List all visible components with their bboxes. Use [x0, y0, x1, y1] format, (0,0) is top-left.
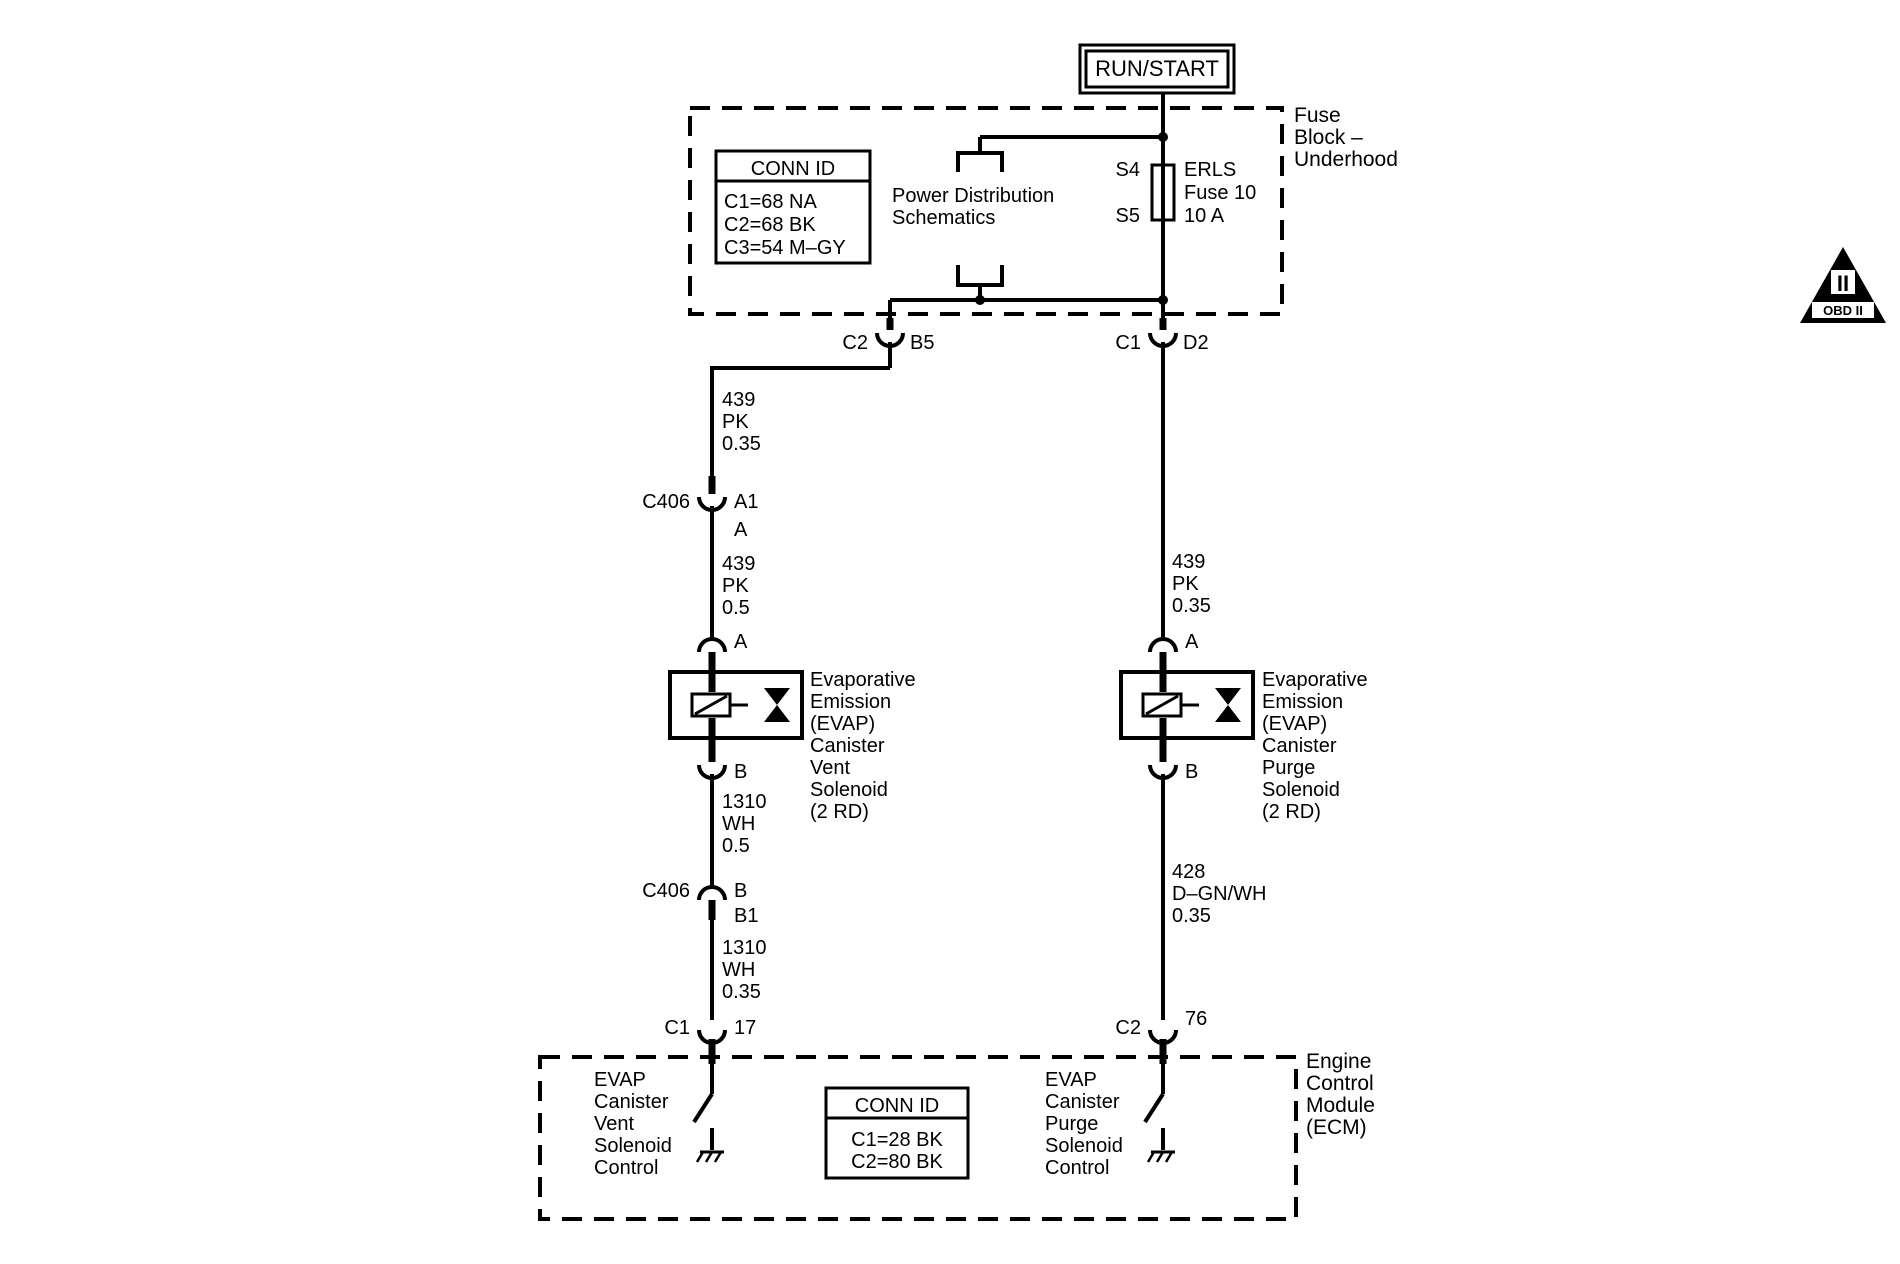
ecm-boundary: [538, 1055, 1298, 1221]
c406-a-label: A: [734, 519, 748, 541]
purge-control-label: EVAP Canister Purge Solenoid Control: [1045, 1069, 1128, 1179]
run-start-label: RUN/START: [1095, 56, 1219, 81]
conn-id-line: C2=68 BK: [724, 214, 816, 236]
connector-c2-b5: [875, 318, 905, 368]
ecm-c1-label: C1: [664, 1017, 690, 1039]
fuse-block-conn-id: CONN ID C1=68 NA C2=68 BK C3=54 M–GY: [714, 149, 872, 265]
fuse-label: ERLS Fuse 10 10 A: [1184, 159, 1262, 227]
fuse-block-label: Fuse Block – Underhood: [1294, 104, 1398, 171]
connector-c406-b: [697, 885, 727, 1020]
vent-solenoid-label: Evaporative Emission (EVAP) Canister Ven…: [810, 669, 921, 823]
ecm-conn-id: CONN ID C1=28 BK C2=80 BK: [824, 1086, 970, 1180]
conn-id-line: C1=28 BK: [851, 1129, 943, 1151]
wire-label-w6: 428 D–GN/WH 0.35: [1172, 861, 1272, 927]
c406-label: C406: [642, 491, 690, 513]
connector-ecm-c2-76: [1148, 1029, 1178, 1094]
wire-label-w4: 1310 WH 0.35: [722, 937, 772, 1003]
c2-label: C2: [842, 332, 868, 354]
wire-label-w5: 439 PK 0.35: [1172, 551, 1211, 617]
c406-b-label: B: [734, 880, 747, 902]
ecm-pin-17-label: 17: [734, 1017, 756, 1039]
obd-symbol: II: [1837, 271, 1849, 296]
vent-control-switch: [692, 1092, 724, 1163]
d2-label: D2: [1183, 332, 1209, 354]
c406-b-conn-label: C406: [642, 880, 690, 902]
c1-label: C1: [1115, 332, 1141, 354]
wire-label-w3: 1310 WH 0.5: [722, 791, 772, 857]
c406-b1-label: B1: [734, 905, 758, 927]
b5-label: B5: [910, 332, 934, 354]
vent-b-label: B: [734, 761, 747, 783]
wire-label-w2: 439 PK 0.5: [722, 553, 761, 619]
vent-solenoid: [668, 670, 804, 740]
vent-a-label: A: [734, 631, 748, 653]
conn-id-line: C3=54 M–GY: [724, 237, 846, 259]
vent-control-label: EVAP Canister Vent Solenoid Control: [594, 1069, 677, 1179]
ecm-pin-76-label: 76: [1185, 1008, 1207, 1030]
ecm-label: Engine Control Module (ECM): [1306, 1050, 1381, 1139]
conn-id-line: C1=68 NA: [724, 191, 817, 213]
wire-label-w1: 439 PK 0.35: [722, 389, 761, 455]
purge-b-label: B: [1185, 761, 1198, 783]
connector-c406-a: [697, 476, 727, 640]
purge-solenoid: [1119, 670, 1255, 740]
connector-purge-a: [1148, 637, 1178, 672]
conn-id-title: CONN ID: [751, 158, 835, 180]
conn-id-line: C2=80 BK: [851, 1151, 943, 1173]
connector-vent-a: [697, 637, 727, 672]
connector-vent-b: [697, 738, 727, 888]
run-start-source: RUN/START: [1078, 43, 1236, 95]
purge-control-switch: [1143, 1092, 1175, 1163]
fuse-pin-top: S4: [1116, 159, 1140, 181]
c406-a1-label: A1: [734, 491, 758, 513]
purge-solenoid-label: Evaporative Emission (EVAP) Canister Pur…: [1262, 669, 1373, 823]
connector-ecm-c1-17: [697, 1029, 727, 1094]
conn-id-title: CONN ID: [855, 1095, 939, 1117]
obd-ii-badge: II OBD II: [1800, 247, 1886, 323]
power-distribution-label: Power Distribution Schematics: [892, 185, 1060, 229]
purge-a-label: A: [1185, 631, 1199, 653]
ecm-c2-label: C2: [1115, 1017, 1141, 1039]
fuse-pin-bottom: S5: [1116, 205, 1140, 227]
connector-c1-d2: [1148, 318, 1178, 640]
connector-purge-b: [1148, 738, 1178, 1020]
obd-text: OBD II: [1823, 303, 1863, 318]
fuse-block-boundary: [688, 106, 1284, 316]
